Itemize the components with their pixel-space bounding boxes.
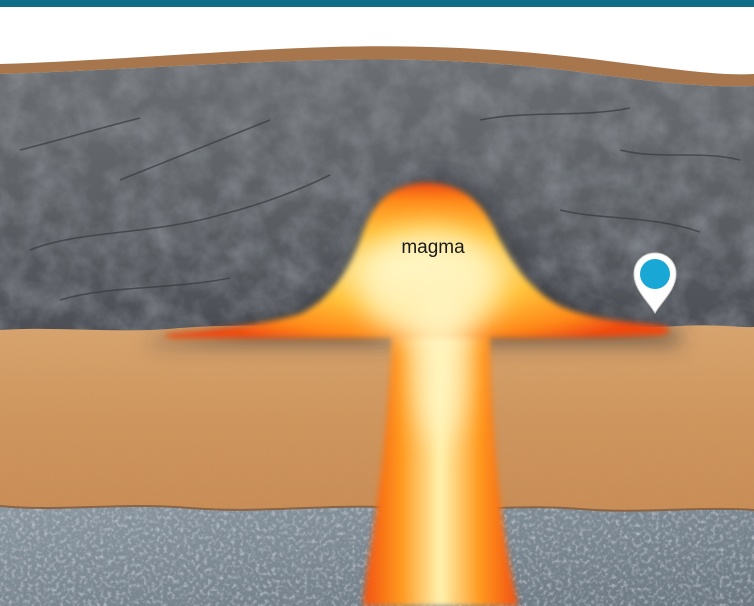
sandstone-layer xyxy=(0,325,754,511)
magma-label: magma xyxy=(401,237,465,258)
pin-dot xyxy=(640,259,670,289)
